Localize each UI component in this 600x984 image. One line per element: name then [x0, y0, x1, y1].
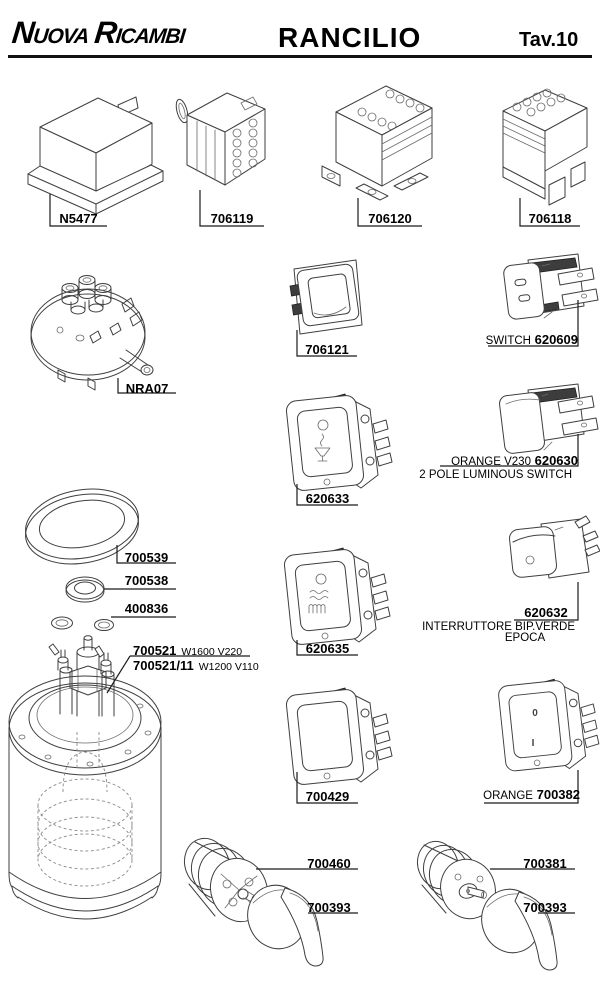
- orange-prefix: ORANGE: [483, 790, 533, 802]
- heating-icon: [308, 573, 329, 614]
- drawing-relay-socket-706119: [175, 92, 266, 186]
- part-label-700460: 700460: [307, 856, 351, 871]
- page-title: RANCILIO: [278, 22, 422, 53]
- rocker-mark-off: 0: [532, 708, 538, 719]
- drawing-pressostat-nra07: [30, 275, 154, 391]
- drawing-oring-400836: [51, 616, 114, 631]
- part-number-620630: 620630: [534, 453, 578, 468]
- drawing-boiler: [8, 635, 162, 920]
- part-label-700539: 700539: [124, 550, 169, 565]
- part-label-620609: SWITCH 620609: [455, 332, 578, 347]
- boiler-terminal-right: [94, 645, 115, 717]
- part-label-700381: 700381: [523, 856, 567, 871]
- drawing-switch-700429: [284, 687, 393, 786]
- part-label-400836: 400836: [124, 601, 169, 616]
- part-label-700393-right: 700393: [523, 900, 567, 915]
- part-spec-700521: W1600 V220: [181, 646, 243, 658]
- part-desc-620632-line2: EPOCA: [504, 632, 546, 644]
- drawing-relay-n5477: [27, 96, 164, 215]
- part-label-700521-11: 700521/11 W1200 V110: [133, 658, 259, 673]
- drawing-rotary-700381: [416, 840, 496, 920]
- leader-lines: [49, 190, 580, 914]
- part-number-620609: 620609: [534, 332, 578, 347]
- drawing-switch-620633: [284, 393, 393, 492]
- part-label-706120: 706120: [368, 211, 412, 226]
- part-number-700521: 700521: [133, 643, 177, 658]
- part-label-706118: 706118: [528, 211, 572, 226]
- orange-v230-prefix: ORANGE V230: [451, 456, 531, 468]
- part-label-700382: ORANGE 700382: [450, 787, 580, 802]
- drawing-switch-620609: [503, 253, 599, 320]
- part-label-706121: 706121: [305, 342, 349, 357]
- rocker-mark-on: I: [532, 738, 535, 749]
- part-label-620633: 620633: [305, 491, 350, 506]
- part-label-700521: 700521 W1600 V220: [133, 643, 242, 658]
- header-rule: [8, 55, 592, 58]
- part-label-n5477: N5477: [59, 211, 98, 226]
- drawing-contactor-706118: [502, 88, 588, 206]
- heating-element-coil: [37, 732, 133, 887]
- drawing-switch-620632: [509, 515, 600, 579]
- part-desc-620630: 2 POLE LUMINOUS SWITCH: [419, 469, 572, 481]
- drawing-contactor-706120: [321, 85, 433, 201]
- part-spec-700521-11: W1200 V110: [198, 661, 259, 673]
- drawing-switch-700382: 0 I: [497, 678, 600, 773]
- part-label-620632: 620632: [524, 605, 568, 620]
- plate-number: Tav.10: [519, 29, 579, 51]
- drawing-switch-620635: [282, 547, 391, 646]
- drawing-switch-620630: [499, 383, 599, 454]
- part-label-700393-left: 700393: [307, 900, 351, 915]
- drawing-gasket-700538: [65, 576, 105, 603]
- part-label-nra07: NRA07: [125, 381, 169, 396]
- part-number-700382: 700382: [536, 787, 580, 802]
- part-label-700429: 700429: [305, 789, 350, 804]
- part-desc-620632-line1: INTERRUTTORE BIP.VERDE: [422, 621, 575, 633]
- coffee-cup-icon: [314, 419, 331, 462]
- switch-prefix: SWITCH: [485, 335, 531, 347]
- drawing-gasket-700539: [25, 488, 139, 565]
- part-number-700521-11: 700521/11: [133, 658, 194, 673]
- part-label-706119: 706119: [210, 211, 254, 226]
- part-label-620635: 620635: [305, 641, 350, 656]
- boiler-terminal-left: [48, 643, 73, 715]
- drawing-switch-706121: [289, 259, 363, 335]
- part-label-620630: ORANGE V230 620630: [430, 453, 578, 468]
- part-label-700538: 700538: [124, 573, 169, 588]
